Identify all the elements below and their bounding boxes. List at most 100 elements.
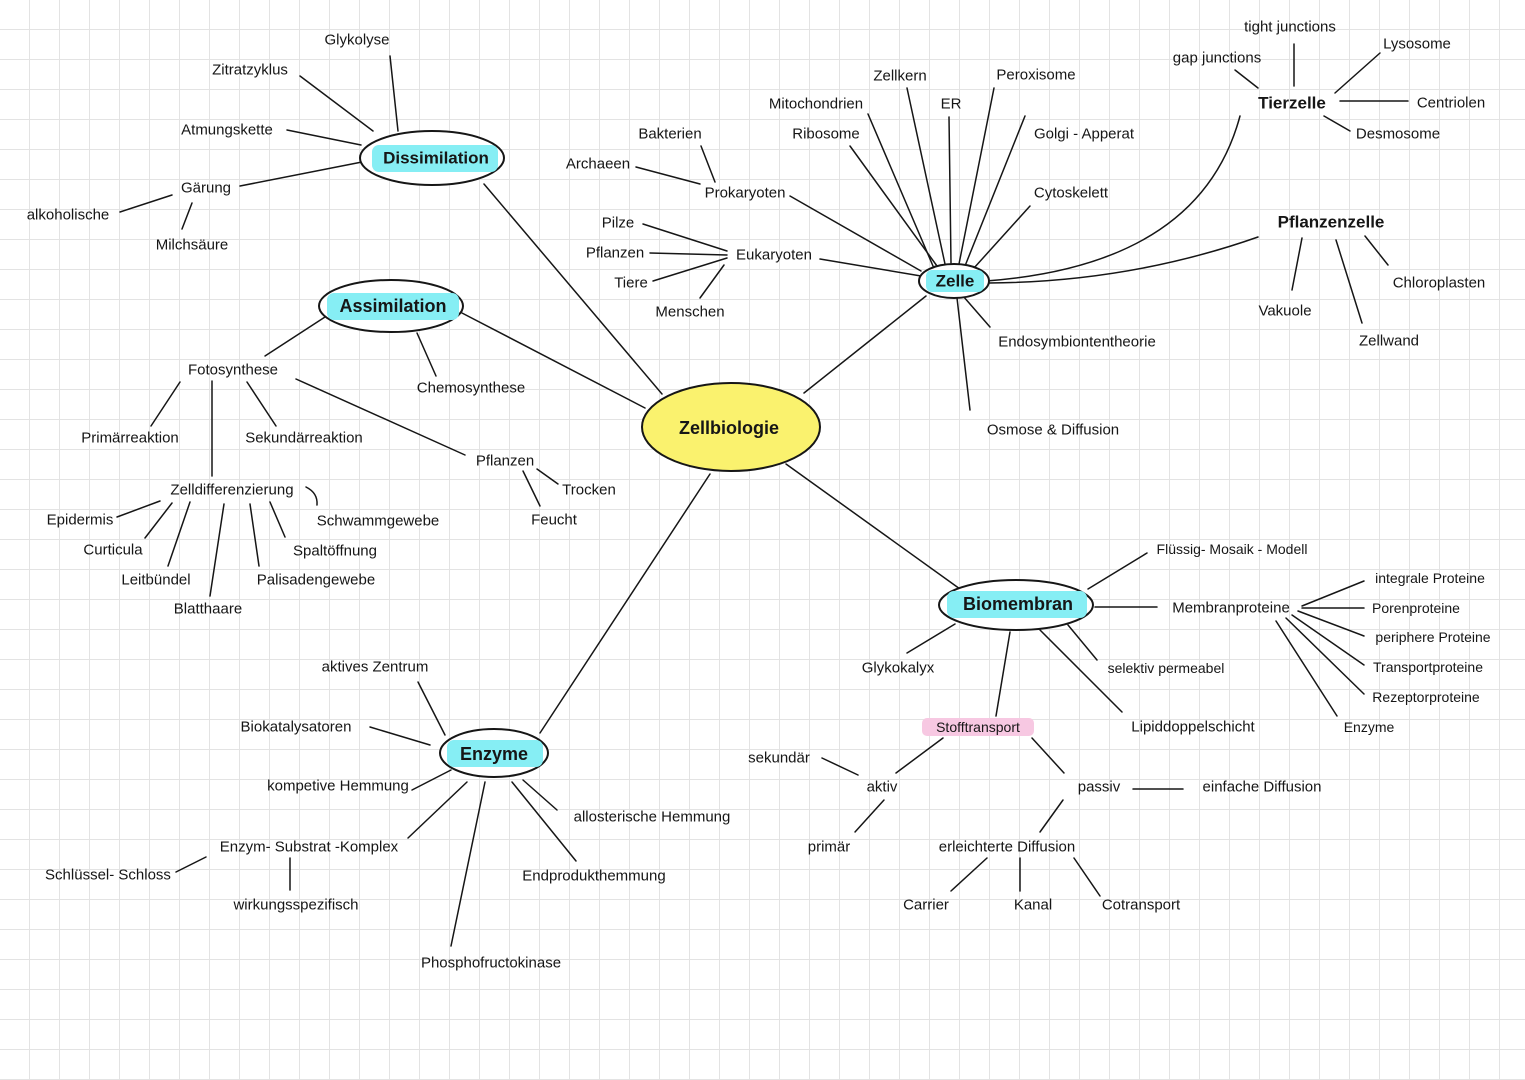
connector-line bbox=[522, 470, 541, 507]
connector-center-biomembran bbox=[785, 463, 961, 590]
connector-line bbox=[1275, 620, 1338, 717]
node-bubbles bbox=[318, 130, 1094, 778]
connector-line bbox=[239, 161, 363, 187]
zellkern-label: Zellkern bbox=[873, 68, 926, 85]
connector-line bbox=[1364, 235, 1389, 266]
lysosome-label: Lysosome bbox=[1383, 36, 1451, 53]
archaeen-label: Archaeen bbox=[566, 156, 630, 173]
transportproteine-label: Transportproteine bbox=[1373, 659, 1483, 675]
trocken-label: Trocken bbox=[562, 482, 616, 499]
connector-line bbox=[522, 779, 558, 811]
curticula-label: Curticula bbox=[83, 542, 143, 559]
assimilation-highlight bbox=[327, 293, 459, 320]
connector-line bbox=[1039, 629, 1123, 713]
connector-line bbox=[417, 681, 446, 736]
connector-line bbox=[821, 757, 859, 776]
connector-line bbox=[635, 166, 701, 185]
connector-line bbox=[144, 502, 173, 539]
kompetive-hemmung-label: kompetive Hemmung bbox=[267, 778, 409, 795]
connector-line bbox=[789, 195, 922, 272]
connector-line bbox=[167, 501, 191, 567]
node-labels: Zellbiologie Dissimilation Glykolyse Zit… bbox=[27, 19, 1491, 972]
connector-line bbox=[652, 257, 728, 282]
dissimilation-label: Dissimilation bbox=[383, 149, 489, 168]
connector-line bbox=[536, 468, 559, 485]
tierzelle-label: Tierzelle bbox=[1258, 94, 1326, 113]
vakuole-label: Vakuole bbox=[1258, 303, 1311, 320]
epidermis-label: Epidermis bbox=[47, 512, 114, 529]
connector-line bbox=[411, 769, 452, 791]
connector-line bbox=[269, 501, 286, 538]
bakterien-label: Bakterien bbox=[638, 126, 701, 143]
connector-line bbox=[906, 623, 956, 654]
connector-line bbox=[1323, 115, 1351, 132]
membranproteine-label: Membranproteine bbox=[1172, 600, 1290, 617]
connector-line bbox=[389, 55, 399, 132]
connector-line bbox=[181, 202, 193, 230]
tiere-label: Tiere bbox=[614, 275, 648, 292]
connector-center-enzyme bbox=[539, 473, 711, 734]
einfache-diffusion-label: einfache Diffusion bbox=[1203, 779, 1322, 796]
stofftransport-highlight bbox=[922, 718, 1034, 736]
centriolen-label: Centriolen bbox=[1417, 95, 1485, 112]
zellbiologie-title: Zellbiologie bbox=[679, 418, 779, 438]
connector-line bbox=[1301, 580, 1365, 607]
connector-line bbox=[246, 381, 277, 427]
allosterische-hemmung-label: allosterische Hemmung bbox=[574, 809, 731, 826]
connector-line bbox=[295, 378, 466, 456]
ribosome-label: Ribosome bbox=[792, 126, 860, 143]
connector-line bbox=[1285, 617, 1365, 695]
endosymbiontentheorie-label: Endosymbiontentheorie bbox=[998, 334, 1156, 351]
golgi-apparat-label: Golgi - Apperat bbox=[1034, 126, 1135, 143]
connector-line bbox=[511, 781, 577, 862]
enzyme-membranproteine-label: Enzyme bbox=[1344, 719, 1395, 735]
connector-line bbox=[895, 737, 944, 774]
connector-line bbox=[700, 145, 716, 183]
assimilation-label: Assimilation bbox=[339, 296, 446, 316]
connector-line bbox=[948, 116, 952, 264]
connector-line bbox=[299, 75, 374, 132]
zelldifferenzierung-label: Zelldifferenzierung bbox=[170, 482, 293, 499]
connector-line bbox=[973, 205, 1031, 269]
menschen-label: Menschen bbox=[655, 304, 724, 321]
zelle-highlight bbox=[926, 270, 984, 292]
connector-line bbox=[286, 129, 362, 146]
connector-line bbox=[649, 252, 728, 256]
connector-center-zelle bbox=[803, 295, 927, 394]
connector-line bbox=[416, 332, 437, 377]
leitbuendel-label: Leitbündel bbox=[121, 572, 190, 589]
sekundaer-label: sekundär bbox=[748, 750, 810, 767]
chloroplasten-label: Chloroplasten bbox=[1393, 275, 1486, 292]
connector-zelle-pflanzenzelle bbox=[988, 236, 1259, 284]
connector-line bbox=[854, 799, 885, 833]
atmungskette-label: Atmungskette bbox=[181, 122, 273, 139]
connector-line bbox=[264, 316, 326, 357]
er-label: ER bbox=[941, 96, 962, 113]
connector-center-dissimilation bbox=[483, 183, 663, 395]
schluessel-schloss-label: Schlüssel- Schloss bbox=[45, 867, 171, 884]
connector-line bbox=[450, 781, 486, 947]
connector-line bbox=[1291, 237, 1303, 291]
connector-line bbox=[819, 258, 922, 277]
enzyme-label: Enzyme bbox=[460, 744, 528, 764]
connector-line bbox=[305, 486, 318, 506]
dissimilation-highlight bbox=[372, 145, 498, 172]
connector-line bbox=[1335, 239, 1363, 324]
connector-line bbox=[1067, 624, 1098, 661]
biomembran-highlight bbox=[947, 591, 1087, 618]
zelle-label: Zelle bbox=[936, 272, 975, 291]
spaltoeffnung-label: Spaltöffnung bbox=[293, 543, 377, 560]
lipiddoppelschicht-label: Lipiddoppelschicht bbox=[1131, 719, 1255, 736]
connector-line bbox=[906, 87, 946, 265]
connector-line bbox=[1031, 737, 1065, 774]
blatthaare-label: Blatthaare bbox=[174, 601, 242, 618]
connector-line bbox=[956, 297, 971, 411]
pilze-label: Pilze bbox=[602, 215, 635, 232]
gaerung-label: Gärung bbox=[181, 180, 231, 197]
feucht-label: Feucht bbox=[531, 512, 578, 529]
connector-line bbox=[249, 503, 260, 567]
peroxisome-label: Peroxisome bbox=[996, 67, 1075, 84]
glykokalyx-label: Glykokalyx bbox=[862, 660, 935, 677]
